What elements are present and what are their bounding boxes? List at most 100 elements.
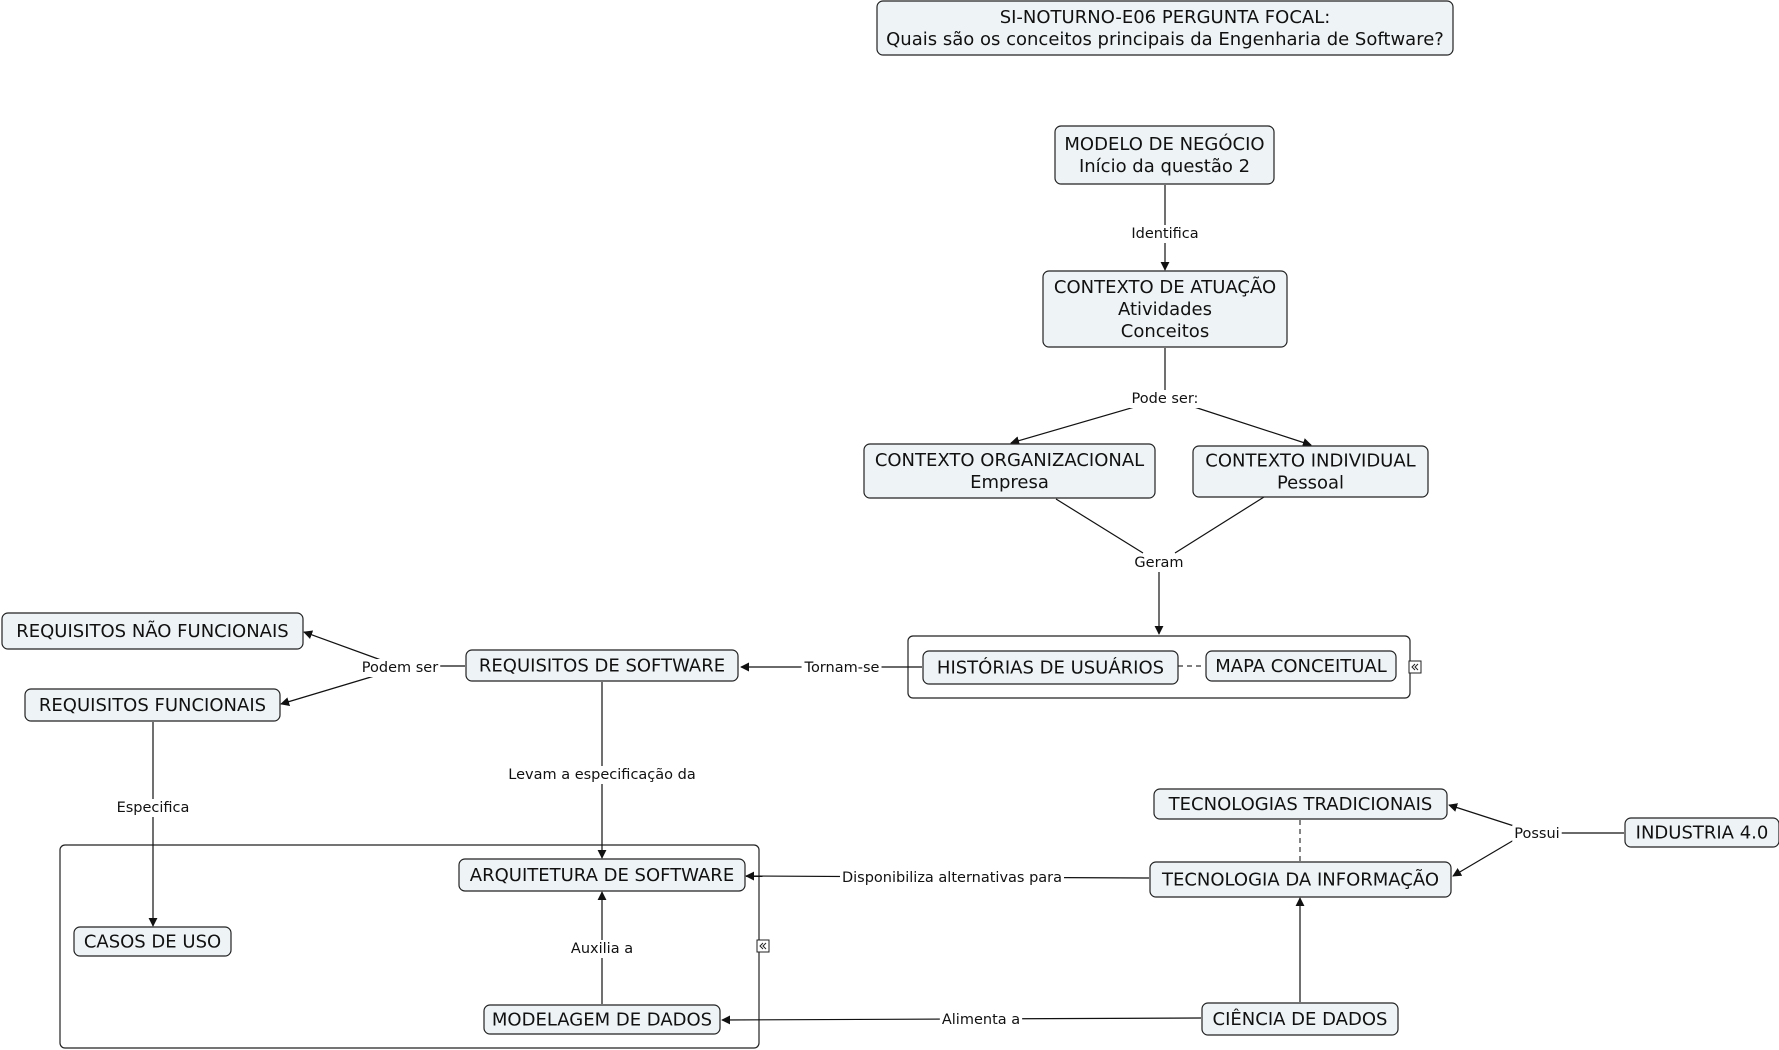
node-text-line: MODELAGEM DE DADOS [492,1010,712,1031]
node-text-line: Quais são os conceitos principais da Eng… [886,29,1444,50]
node-tec-trad[interactable]: TECNOLOGIAS TRADICIONAIS [1153,788,1448,820]
node-ciencia[interactable]: CIÊNCIA DE DADOS [1201,1002,1399,1036]
node-box [458,858,746,892]
node-req-func[interactable]: REQUISITOS FUNCIONAIS [24,688,281,722]
node-text-line: ARQUITETURA DE SOFTWARE [470,865,734,886]
node-box [1153,788,1448,820]
link-label-bg [939,1011,1023,1029]
node-box [73,926,232,957]
link-label-text: Especifica [117,800,190,816]
node-text-line: SI-NOTURNO-E06 PERGUNTA FOCAL: [1000,7,1331,28]
node-box [1149,861,1452,898]
link-label-text: Tornam-se [804,660,880,676]
node-req-nao-func[interactable]: REQUISITOS NÃO FUNCIONAIS [1,612,304,650]
link-label-text: Auxilia a [571,941,633,957]
node-text-line: Atividades [1118,299,1212,320]
collapse-group-arquitetura-icon[interactable] [756,939,770,953]
link-label-especifica[interactable]: Especifica [114,799,192,817]
edge-organizacional-geram [1055,498,1144,554]
collapse-group-historias-icon[interactable] [1408,660,1422,674]
node-focal[interactable]: SI-NOTURNO-E06 PERGUNTA FOCAL:Quais são … [876,0,1454,56]
node-box [1201,1002,1399,1036]
node-tec-info[interactable]: TECNOLOGIA DA INFORMAÇÃO [1149,861,1452,898]
link-label-bg [1512,825,1562,843]
link-label-disponibiliza[interactable]: Disponibiliza alternativas para [839,869,1065,887]
node-text-line: MAPA CONCEITUAL [1215,656,1387,677]
node-box [876,0,1454,56]
node-modelagem[interactable]: MODELAGEM DE DADOS [483,1004,721,1035]
node-text-line: INDUSTRIA 4.0 [1636,823,1769,844]
link-label-pode-ser[interactable]: Pode ser: [1129,390,1201,408]
node-text-line: MODELO DE NEGÓCIO [1064,133,1264,155]
link-label-text: Geram [1134,555,1183,571]
link-label-bg [839,869,1065,887]
node-casos[interactable]: CASOS DE USO [73,926,232,957]
node-requisitos-sw[interactable]: REQUISITOS DE SOFTWARE [465,649,739,682]
node-text-line: CASOS DE USO [84,932,221,953]
link-label-tornam-se[interactable]: Tornam-se [801,659,882,677]
node-text-line: TECNOLOGIA DA INFORMAÇÃO [1161,869,1439,891]
node-box [1192,445,1429,498]
link-label-text: Identifica [1131,226,1198,242]
edge-individual-geram [1174,496,1265,554]
link-label-alimenta[interactable]: Alimenta a [939,1011,1023,1029]
node-text-line: CONTEXTO INDIVIDUAL [1205,451,1415,472]
node-text-line: CONTEXTO ORGANIZACIONAL [875,450,1144,471]
node-text-line: CONTEXTO DE ATUAÇÃO [1054,276,1276,298]
link-label-identifica[interactable]: Identifica [1129,225,1201,243]
node-text-line: REQUISITOS DE SOFTWARE [479,656,725,677]
link-label-bg [359,659,441,677]
node-text-line: TECNOLOGIAS TRADICIONAIS [1168,794,1433,815]
link-label-levam[interactable]: Levam a especificação da [506,766,698,784]
edge-podemser-naofunc [303,630,382,661]
node-box [863,443,1156,499]
node-box [1054,125,1275,185]
link-label-auxilia[interactable]: Auxilia a [568,940,636,958]
link-label-geram[interactable]: Geram [1132,554,1186,572]
edge-podeser-organizacional [1010,403,1146,446]
link-label-bg [506,766,698,784]
node-box [1042,270,1288,348]
node-mapa[interactable]: MAPA CONCEITUAL [1205,650,1397,682]
node-box [465,649,739,682]
link-label-possui[interactable]: Possui [1512,825,1562,843]
link-label-text: Alimenta a [942,1012,1020,1028]
link-label-bg [568,940,636,958]
link-label-bg [1129,390,1201,408]
link-label-bg [1132,554,1186,572]
node-box [483,1004,721,1035]
node-text-line: Início da questão 2 [1079,156,1250,177]
node-text-line: REQUISITOS NÃO FUNCIONAIS [16,620,288,642]
edge-podeser-individual [1184,403,1312,447]
node-text-line: REQUISITOS FUNCIONAIS [39,695,266,716]
link-label-text: Disponibiliza alternativas para [842,870,1062,886]
node-box [1205,650,1397,682]
link-label-bg [801,659,882,677]
link-label-text: Pode ser: [1132,391,1199,407]
node-text-line: Pessoal [1277,473,1344,494]
node-box [922,650,1179,685]
node-historias[interactable]: HISTÓRIAS DE USUÁRIOS [922,650,1179,685]
node-text-line: CIÊNCIA DE DADOS [1213,1008,1388,1030]
node-arquitetura[interactable]: ARQUITETURA DE SOFTWARE [458,858,746,892]
node-text-line: Conceitos [1121,321,1209,342]
link-label-text: Podem ser [362,660,438,676]
node-box [24,688,281,722]
link-label-bg [114,799,192,817]
node-box [1,612,304,650]
edge-podemser-func [280,673,382,706]
node-text-line: HISTÓRIAS DE USUÁRIOS [937,657,1164,679]
node-box [1624,817,1779,848]
link-label-text: Levam a especificação da [508,767,695,783]
node-industria[interactable]: INDUSTRIA 4.0 [1624,817,1779,848]
edge-possui-ti [1452,839,1515,877]
link-label-bg [1129,225,1201,243]
edge-possui-tectrad [1448,803,1515,827]
link-label-podem-ser[interactable]: Podem ser [359,659,441,677]
